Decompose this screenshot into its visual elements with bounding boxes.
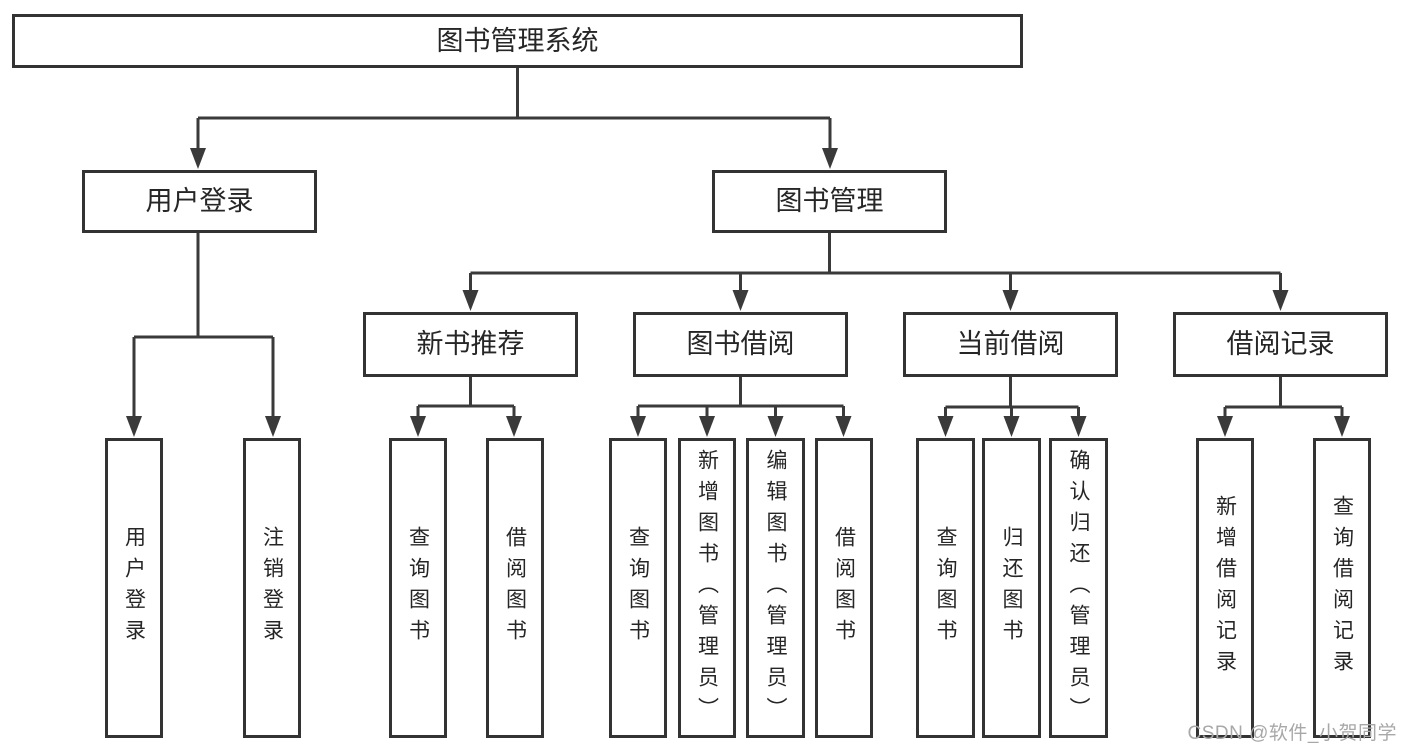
arrow-down-icon <box>410 416 426 437</box>
node-borrowing-records: 借阅记录 <box>1173 312 1388 377</box>
arrow-down-icon <box>767 416 784 437</box>
node-library-system: 图书管理系统 <box>12 14 1023 68</box>
connector-borrow-to-leaves <box>636 377 845 417</box>
arrow-down-icon <box>190 148 206 169</box>
node-label: 查询图书 <box>406 526 430 650</box>
node-label: 编辑图书（管理员） <box>764 448 787 728</box>
arrow-down-icon <box>506 416 522 437</box>
arrow-down-icon <box>937 416 954 437</box>
arrow-down-icon <box>1217 416 1233 437</box>
arrow-down-icon <box>732 290 749 311</box>
node-label: 新增借阅记录 <box>1213 495 1237 681</box>
node-label: 借阅图书 <box>503 526 527 650</box>
leaf-logout: 注销登录 <box>243 438 301 738</box>
node-label: 用户登录 <box>145 186 254 217</box>
node-label: 图书管理系统 <box>436 25 599 56</box>
connector-current-to-leaves <box>944 377 1080 417</box>
node-user-login: 用户登录 <box>82 170 317 233</box>
watermark: CSDN @软件_小贺同学 <box>1187 723 1397 744</box>
node-new-book-recommend: 新书推荐 <box>363 312 578 377</box>
node-label: 图书借阅 <box>686 329 795 360</box>
leaf-add-borrow-record: 新增借阅记录 <box>1196 438 1254 738</box>
leaf-query-books-recommend: 查询图书 <box>389 438 447 738</box>
node-label: 当前借阅 <box>956 329 1065 360</box>
connector-bookmgmt-to-level3 <box>469 233 1282 291</box>
node-book-management: 图书管理 <box>712 170 947 233</box>
node-label: 图书管理 <box>775 186 884 217</box>
connector-userlogin-to-leaves <box>132 233 275 417</box>
node-label: 查询图书 <box>626 526 650 650</box>
arrow-down-icon <box>265 416 281 437</box>
node-label: 借阅图书 <box>832 526 856 650</box>
connector-paths <box>132 68 1344 417</box>
node-label: 归还图书 <box>1000 526 1023 650</box>
arrow-down-icon <box>462 290 479 311</box>
arrow-down-icon <box>1272 290 1289 311</box>
node-label: 注销登录 <box>260 526 284 650</box>
node-label: 新增图书（管理员） <box>695 448 719 728</box>
arrow-down-icon <box>822 148 838 169</box>
connector-newrec-to-leaves <box>416 377 516 417</box>
leaf-edit-book-admin: 编辑图书（管理员） <box>746 438 805 738</box>
node-book-borrowing: 图书借阅 <box>633 312 848 377</box>
arrowhead-icons <box>126 148 1350 437</box>
node-label: 确认归还（管理员） <box>1067 448 1090 728</box>
arrow-down-icon <box>126 416 142 437</box>
arrow-down-icon <box>1002 290 1019 311</box>
arrow-down-icon <box>1003 416 1020 437</box>
connector-root-to-level2 <box>196 68 832 150</box>
leaf-borrow-books: 借阅图书 <box>815 438 873 738</box>
arrow-down-icon <box>630 416 646 437</box>
node-label: 查询图书 <box>934 526 957 650</box>
leaf-user-login: 用户登录 <box>105 438 163 738</box>
arrow-down-icon <box>1070 416 1087 437</box>
leaf-confirm-return-admin: 确认归还（管理员） <box>1049 438 1108 738</box>
node-label: 借阅记录 <box>1226 329 1335 360</box>
node-label: 用户登录 <box>122 526 146 650</box>
arrow-down-icon <box>835 416 852 437</box>
node-label: 新书推荐 <box>416 329 525 360</box>
connector-records-to-leaves <box>1223 377 1344 417</box>
leaf-query-books-borrow: 查询图书 <box>609 438 667 738</box>
node-current-borrowing: 当前借阅 <box>903 312 1118 377</box>
leaf-query-books-current: 查询图书 <box>916 438 975 738</box>
leaf-borrow-books-recommend: 借阅图书 <box>486 438 544 738</box>
arrow-down-icon <box>1334 416 1350 437</box>
arrow-down-icon <box>699 416 715 437</box>
leaf-return-books: 归还图书 <box>982 438 1041 738</box>
leaf-query-borrow-record: 查询借阅记录 <box>1313 438 1371 738</box>
node-label: 查询借阅记录 <box>1330 495 1354 681</box>
leaf-add-book-admin: 新增图书（管理员） <box>678 438 736 738</box>
